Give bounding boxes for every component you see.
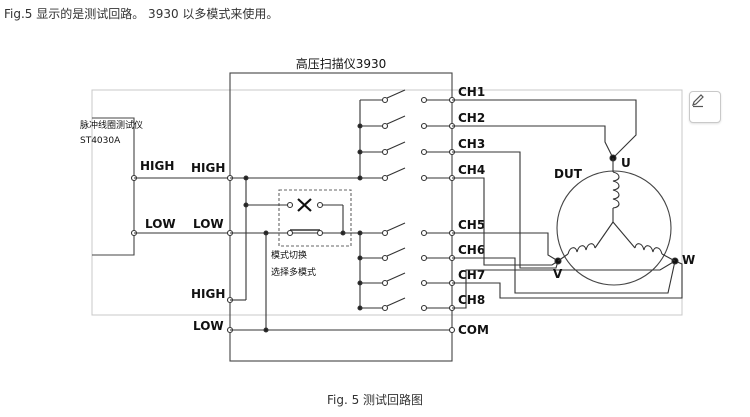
tester-high-label: HIGH [140,159,174,173]
tester-box [92,117,135,256]
com-label: COM [458,323,489,337]
edit-button[interactable] [689,91,721,123]
scanner-box [229,72,453,362]
ch2-label: CH2 [458,111,485,125]
scanner-low2-label: LOW [193,319,224,333]
pencil-icon [692,94,704,108]
diagram-frame [91,89,683,316]
tester-name: 脉冲线圈测试仪 [80,119,143,131]
x-mark-icon [297,198,312,212]
w-label: W [682,253,695,267]
ch1-label: CH1 [458,85,485,99]
ch3-label: CH3 [458,137,485,151]
mode-switch-box [278,189,352,247]
channel-switches [357,89,456,334]
ch6-label: CH6 [458,243,485,257]
u-label: U [621,156,631,170]
v-label: V [553,267,563,281]
tester-model: ST4030A [80,136,121,146]
ch4-label: CH4 [458,163,485,177]
ch5-label: CH5 [458,218,485,232]
ch8-label: CH8 [458,293,485,307]
scanner-high-label: HIGH [191,161,225,175]
mode-switch-label: 模式切换 [271,249,307,261]
dut-label: DUT [554,167,583,181]
scanner-title: 高压扫描仪3930 [296,56,387,71]
ch7-label: CH7 [458,268,485,282]
tester-low-label: LOW [145,217,176,231]
figure-caption: Fig. 5 测试回路图 [326,393,424,407]
scanner-low-label: LOW [193,217,224,231]
dut-motor: DUT U V W [553,154,695,286]
header-text: Fig.5 显示的是测试回路。 3930 以多模式来使用。 [4,7,279,21]
scanner-high2-label: HIGH [191,287,225,301]
mode-switch-sublabel: 选择多模式 [271,266,316,278]
